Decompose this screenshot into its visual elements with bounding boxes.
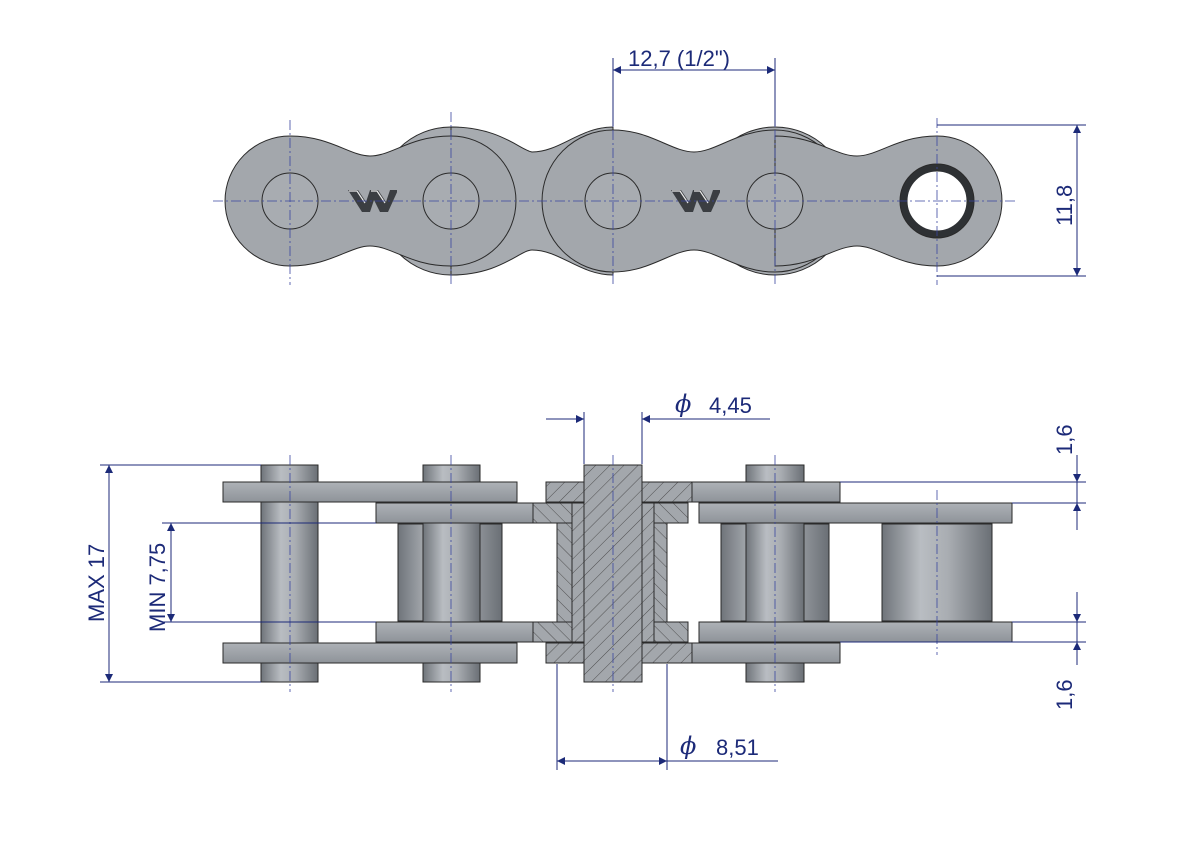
- pin-head: [422, 662, 481, 683]
- plate-thickness-top-dimension: 1,6: [840, 424, 1086, 530]
- pin-head: [260, 662, 319, 683]
- pin-head: [422, 464, 481, 483]
- plate-thickness-bottom-dimension: 1,6: [840, 592, 1086, 710]
- plate-thickness-top-label: 1,6: [1052, 424, 1077, 455]
- top-view: 12,7 (1/2") 11,8: [213, 46, 1086, 285]
- outer-plate-top: [222, 481, 518, 503]
- diameter-icon: ϕ: [675, 390, 691, 418]
- inner-plate-top: [698, 502, 1013, 524]
- roller-diameter-dimension: ϕ 8,51: [556, 664, 778, 770]
- max-width-dimension: MAX 17: [84, 464, 261, 683]
- cross-section: [532, 464, 693, 683]
- max-width-label: MAX 17: [84, 544, 109, 622]
- plate-height-dimension: 11,8: [937, 124, 1086, 277]
- side-view: ϕ 4,45 ϕ 8,51 MAX 17 MIN 7,75: [84, 390, 1086, 770]
- outer-plate-bottom: [691, 642, 841, 664]
- outer-plate-bottom: [222, 642, 518, 664]
- inner-plate-top: [375, 502, 534, 524]
- pitch-label: 12,7 (1/2"): [628, 46, 730, 71]
- outer-plate-top: [691, 481, 841, 503]
- inner-plate-bottom: [698, 621, 1013, 643]
- section-pin: [583, 464, 643, 683]
- min-inner-width-dimension: MIN 7,75: [145, 522, 376, 632]
- pin-diameter-dimension: ϕ 4,45: [546, 390, 770, 464]
- diameter-icon: ϕ: [680, 732, 696, 760]
- roller-diameter-label: 8,51: [716, 735, 759, 760]
- pin-head: [260, 464, 319, 483]
- pitch-dimension: 12,7 (1/2"): [612, 46, 776, 126]
- min-inner-width-label: MIN 7,75: [145, 543, 170, 632]
- plate-thickness-bottom-label: 1,6: [1052, 679, 1077, 710]
- section-bushing-left: [571, 502, 585, 643]
- pin-diameter-label: 4,45: [709, 393, 752, 418]
- plate-height-label: 11,8: [1052, 185, 1077, 226]
- section-bushing-right: [641, 502, 655, 643]
- inner-plate-bottom: [375, 621, 534, 643]
